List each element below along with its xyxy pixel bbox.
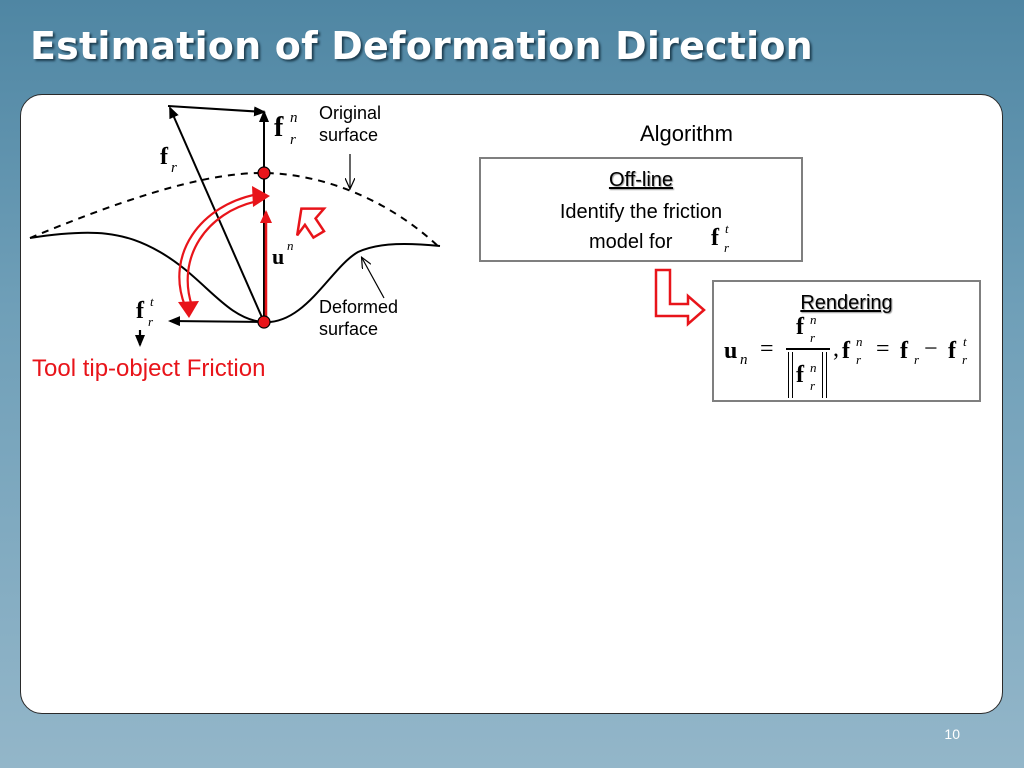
- rendering-title: Rendering: [800, 292, 893, 314]
- rotation-arrow-outer: [178, 192, 259, 307]
- eq-equals-1: =: [760, 336, 774, 362]
- symbol-frn-base: f: [274, 112, 284, 143]
- eq-norm-right: [822, 352, 827, 398]
- eq-den-f: f: [796, 362, 804, 388]
- deformed-surface-label: Deformed surface: [319, 296, 398, 340]
- fr-t-vector: [168, 316, 265, 327]
- symbol-fr: f r: [160, 144, 190, 180]
- eq-frt-sub: r: [962, 352, 968, 367]
- eq-fr-sub: r: [914, 352, 920, 367]
- eq-frt-sup: t: [963, 334, 967, 349]
- offline-line2: model for: [589, 231, 673, 253]
- original-label-line2: surface: [319, 125, 379, 145]
- eq-frn-sup: n: [856, 334, 863, 349]
- offline-symbol-sub: r: [724, 240, 730, 255]
- rotation-arrow-head-bottom: [178, 301, 199, 318]
- offline-line1: Identify the friction: [559, 201, 723, 223]
- eq-den-sub: r: [810, 378, 816, 393]
- symbol-fr-base: f: [160, 144, 168, 170]
- flow-arrow: [654, 268, 706, 327]
- symbol-frt-sub: r: [148, 314, 154, 329]
- original-label-line1: Original: [319, 103, 382, 123]
- eq-frn-sub: r: [856, 352, 862, 367]
- rotation-arrow-head-top: [252, 186, 270, 207]
- surface-point: [257, 166, 271, 180]
- hollow-pointer-arrow: [295, 207, 327, 240]
- rendering-equation: u n = f n r f n r , f n r = f r − f t r: [714, 282, 979, 400]
- symbol-frt-sup: t: [150, 294, 154, 309]
- eq-frt-f: f: [948, 338, 956, 364]
- eq-den-sup: n: [810, 360, 817, 375]
- symbol-frt-base: f: [136, 298, 144, 324]
- symbol-un-base: u: [272, 244, 285, 269]
- deformed-label-line1: Deformed: [319, 297, 399, 317]
- offline-symbol-base: f: [711, 225, 719, 251]
- friction-caption: Tool tip-object Friction: [32, 355, 266, 382]
- top-connector: [167, 105, 266, 117]
- deformed-surface-pointer: [362, 258, 385, 299]
- algorithm-heading: Algorithm: [640, 121, 733, 146]
- original-surface-curve: [29, 171, 441, 249]
- symbol-frt: f t r: [136, 294, 166, 332]
- eq-norm-left: [788, 352, 793, 398]
- symbol-fr-sub: r: [171, 160, 177, 176]
- eq-fr-f: f: [900, 338, 908, 364]
- offline-title: Off-line: [608, 169, 674, 191]
- eq-num-sup: n: [810, 312, 817, 327]
- eq-minus: −: [924, 336, 938, 362]
- eq-u-sub: n: [740, 352, 748, 368]
- original-surface-label: Original surface: [319, 102, 381, 146]
- offline-box: Off-line Identify the friction model for…: [479, 157, 803, 262]
- eq-num-sub: r: [810, 330, 816, 345]
- eq-u: u: [724, 338, 738, 364]
- symbol-un: u n: [272, 238, 302, 272]
- page-number: 10: [944, 726, 960, 742]
- eq-comma: ,: [833, 336, 839, 362]
- eq-fraction-bar: [786, 348, 830, 350]
- rendering-box: Rendering u n = f n r f n r , f n r = f …: [712, 280, 981, 402]
- eq-frn-f: f: [842, 338, 850, 364]
- symbol-frn-sup: n: [290, 110, 298, 126]
- fr-vector: [169, 106, 265, 323]
- offline-symbol-frt: f t r: [711, 221, 741, 257]
- tool-tip-point: [257, 315, 271, 329]
- symbol-frn: f n r: [274, 110, 310, 152]
- eq-num-f: f: [796, 314, 804, 340]
- deformed-label-line2: surface: [319, 319, 379, 339]
- symbol-un-sup: n: [287, 238, 294, 253]
- eq-equals-2: =: [876, 336, 890, 362]
- offline-symbol-sup: t: [725, 221, 729, 236]
- slide-title: Estimation of Deformation Direction: [30, 24, 813, 68]
- symbol-frn-sub: r: [290, 132, 296, 148]
- rotation-arrow-inner: [186, 199, 259, 307]
